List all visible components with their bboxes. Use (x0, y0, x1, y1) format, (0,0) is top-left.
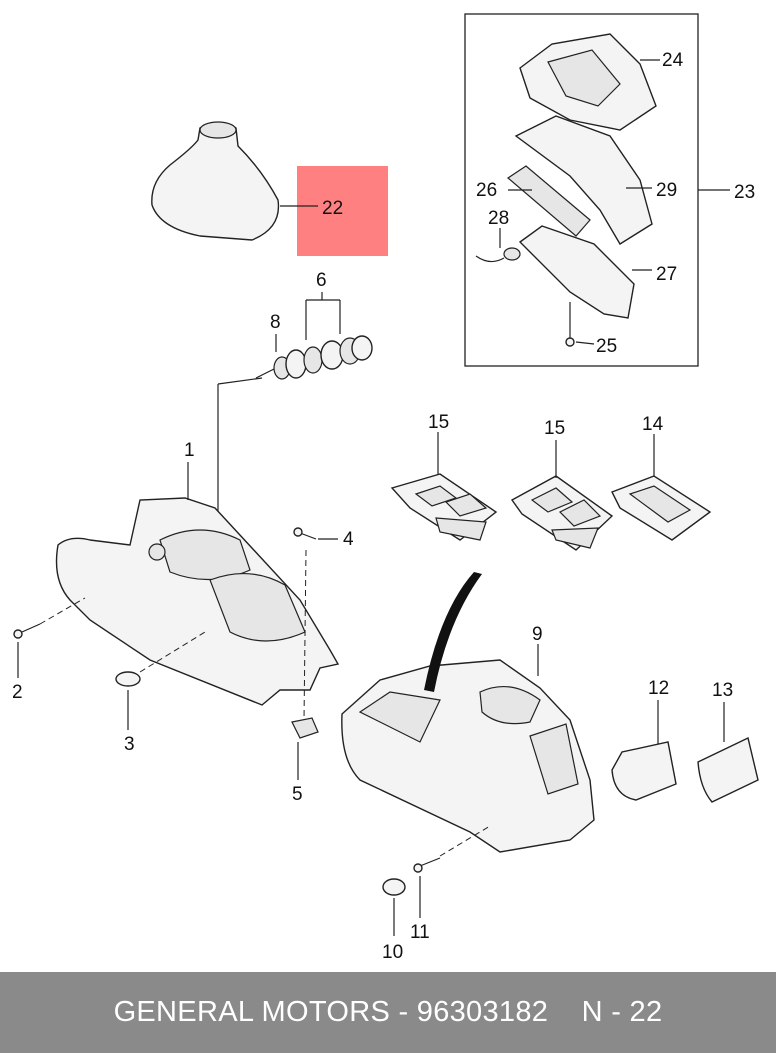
callout-4: 4 (343, 529, 354, 550)
callout-27: 27 (656, 264, 677, 285)
footer-part-number: 96303182 (416, 996, 549, 1028)
callout-1: 1 (184, 440, 195, 461)
callout-25: 25 (596, 336, 617, 357)
switch-panel-15-left (390, 473, 498, 541)
cover-13 (697, 736, 759, 803)
tray-14 (611, 475, 712, 541)
plug-10 (382, 878, 406, 896)
shift-boot (151, 122, 280, 241)
callout-8: 8 (270, 312, 281, 333)
callout-26: 26 (476, 180, 497, 201)
callout-13: 13 (712, 680, 733, 701)
parts-diagram: 1 2 3 4 5 6 8 9 10 11 12 13 14 15 15 22 … (12, 13, 759, 963)
callout-29: 29 (656, 180, 677, 201)
callout-23: 23 (734, 182, 755, 203)
bezel-29 (514, 115, 653, 245)
screw-4 (293, 527, 317, 540)
switch-panel-15-right (510, 475, 614, 551)
callout-6: 6 (316, 270, 327, 291)
callout-15-right: 15 (544, 418, 565, 439)
footer-banner: GENERAL MOTORS - 96303182 N - 22 (0, 972, 776, 1053)
callout-9: 9 (532, 624, 543, 645)
callout-3: 3 (124, 734, 135, 755)
callout-5: 5 (292, 784, 303, 805)
callout-12: 12 (648, 678, 669, 699)
callout-15-left: 15 (428, 412, 449, 433)
footer-ref: N - 22 (581, 996, 663, 1028)
footer-brand: GENERAL MOTORS (113, 996, 391, 1028)
callout-22: 22 (322, 198, 343, 219)
cable-strip (424, 572, 482, 692)
clip-5 (291, 717, 319, 739)
bulb-socket-28 (475, 247, 521, 263)
screw-11 (413, 857, 441, 873)
plug-3 (115, 671, 141, 687)
callout-2: 2 (12, 682, 23, 703)
cover-12 (611, 741, 677, 801)
front-console (55, 497, 340, 706)
callout-24: 24 (662, 50, 684, 71)
housing-27 (518, 225, 635, 319)
screw-2 (13, 623, 41, 639)
callout-28: 28 (488, 208, 509, 229)
callout-10: 10 (382, 942, 403, 963)
screw-25 (565, 302, 575, 347)
shift-boot-top (199, 121, 237, 139)
footer-separator: - (390, 996, 417, 1028)
highlight-box-22 (297, 166, 388, 256)
callout-11: 11 (410, 922, 430, 943)
callout-14: 14 (642, 414, 664, 435)
indicator-26 (507, 165, 591, 237)
shift-knob-assembly (255, 335, 373, 380)
